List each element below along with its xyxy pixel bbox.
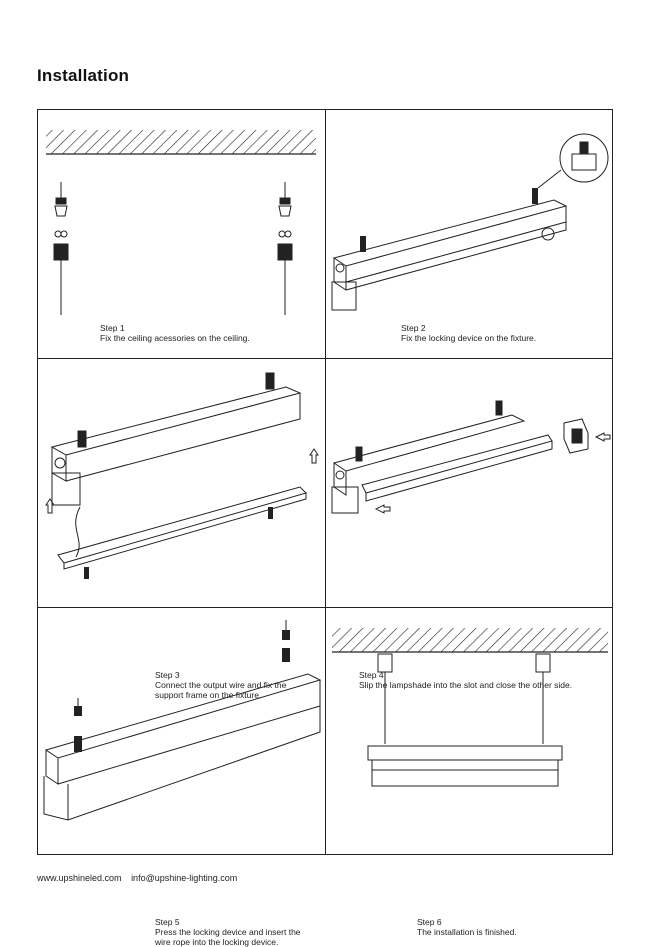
step-5-panel: Step 5 Press the locking device and inse… bbox=[38, 608, 325, 947]
step-2-text: Fix the locking device on the fixture. bbox=[401, 333, 537, 343]
step-2-label: Step 2 bbox=[401, 323, 426, 333]
step-4-caption: Step 4 Slip the lampshade into the slot … bbox=[359, 670, 572, 690]
step-1-caption: Step 1 Fix the ceiling acessories on the… bbox=[100, 323, 250, 343]
step-5-caption: Step 5 Press the locking device and inse… bbox=[155, 917, 315, 947]
grid-divider-row-1 bbox=[38, 358, 612, 359]
suspension-wires bbox=[384, 672, 544, 744]
lampshade bbox=[361, 434, 553, 502]
page-footer: www.upshineled.com info@upshine-lighting… bbox=[37, 873, 237, 883]
step-5-text-line-2: wire rope into the locking device. bbox=[155, 937, 279, 947]
end-cap bbox=[563, 418, 589, 454]
step-1-panel: Step 1 Fix the ceiling acessories on the… bbox=[38, 110, 325, 358]
ceiling-hatch bbox=[332, 628, 608, 652]
arrows bbox=[45, 448, 319, 514]
step-2-panel: Step 2 Fix the locking device on the fix… bbox=[326, 110, 614, 358]
fixture-body bbox=[331, 400, 526, 514]
wire-ropes bbox=[77, 620, 287, 706]
step-4-text: Slip the lampshade into the slot and clo… bbox=[359, 680, 573, 690]
footer-website: www.upshineled.com bbox=[37, 873, 122, 883]
grid-divider-row-2 bbox=[38, 607, 612, 608]
step-3-panel: Step 3 Connect the output wire and fix t… bbox=[38, 359, 325, 700]
ceiling-accessory-left bbox=[53, 182, 69, 315]
step-2-caption: Step 2 Fix the locking device on the fix… bbox=[401, 323, 536, 343]
support-frame bbox=[57, 486, 307, 570]
grid-divider-vertical bbox=[325, 110, 326, 854]
step-1-label: Step 1 bbox=[100, 323, 125, 333]
step-4-panel: Step 4 Slip the lampshade into the slot … bbox=[326, 359, 614, 690]
step-3-text-line-1: Connect the output wire and fix the bbox=[155, 680, 287, 690]
frame-screws bbox=[84, 507, 273, 579]
step-2-illustration bbox=[331, 133, 609, 311]
step-3-text-line-2: support frame on the fixture. bbox=[155, 690, 262, 700]
suspended-fixture bbox=[367, 745, 563, 787]
step-6-panel: Step 6 The installation is finished. bbox=[326, 608, 614, 937]
step-3-label: Step 3 bbox=[155, 670, 180, 680]
step-1-illustration bbox=[46, 130, 316, 315]
installation-steps-grid: Step 1 Fix the ceiling acessories on the… bbox=[37, 109, 614, 947]
step-4-label: Step 4 bbox=[359, 670, 384, 680]
fixture-body bbox=[331, 199, 568, 311]
step-3-caption: Step 3 Connect the output wire and fix t… bbox=[155, 670, 315, 700]
locking-devices bbox=[74, 630, 290, 752]
step-4-illustration bbox=[331, 400, 611, 514]
fixture-body bbox=[43, 673, 322, 821]
step-1-text: Fix the ceiling acessories on the ceilin… bbox=[100, 333, 250, 343]
arrows bbox=[374, 432, 611, 514]
step-5-label: Step 5 bbox=[155, 917, 180, 927]
fixture-body bbox=[50, 372, 302, 506]
step-5-illustration bbox=[43, 620, 322, 821]
footer-email: info@upshine-lighting.com bbox=[131, 873, 238, 883]
ceiling-accessory-right bbox=[277, 182, 293, 315]
ceiling-hatch bbox=[46, 130, 316, 154]
step-6-caption: Step 6 The installation is finished. bbox=[417, 917, 517, 937]
locking-devices bbox=[360, 188, 538, 252]
step-5-text-line-1: Press the locking device and insert the bbox=[155, 927, 301, 937]
step-6-text: The installation is finished. bbox=[417, 927, 517, 937]
locking-device-detail bbox=[537, 133, 609, 189]
step-6-illustration bbox=[332, 628, 608, 787]
ceiling-canopies bbox=[377, 653, 551, 673]
step-3-illustration bbox=[45, 372, 319, 579]
step-6-label: Step 6 bbox=[417, 917, 442, 927]
page-title: Installation bbox=[37, 66, 130, 85]
